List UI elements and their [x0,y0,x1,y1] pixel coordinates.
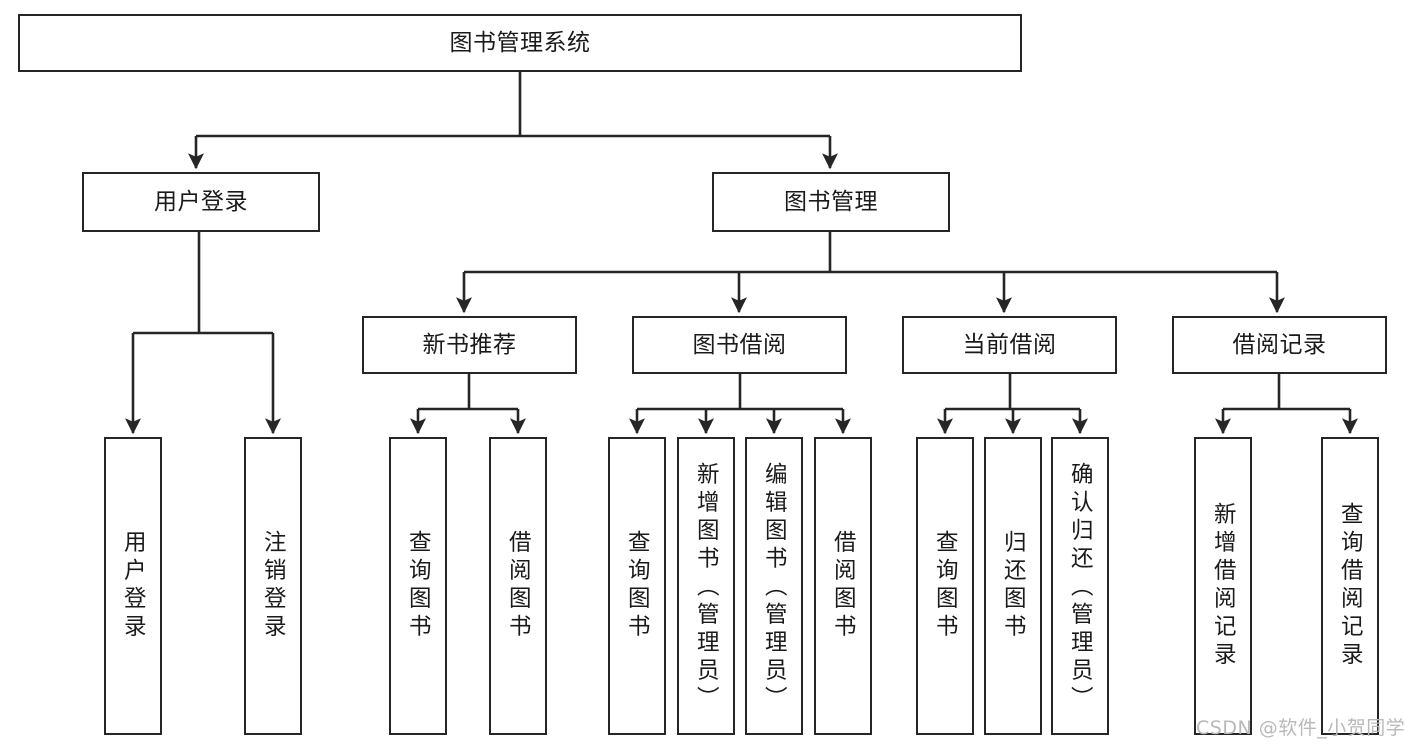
node-current-borrow[interactable]: 当前借阅 [902,316,1117,374]
node-leaf-query-book-2-label: 查询图书 [624,530,651,642]
watermark-text: CSDN @软件_小贺同学 [1196,717,1405,739]
node-leaf-query-record-label: 查询借阅记录 [1337,502,1364,670]
node-leaf-query-book-3-label: 查询图书 [932,530,959,642]
node-book-manage[interactable]: 图书管理 [712,172,950,232]
node-leaf-borrow-book-1[interactable]: 借阅图书 [489,437,547,735]
node-leaf-query-record[interactable]: 查询借阅记录 [1321,437,1379,735]
node-leaf-query-book-3[interactable]: 查询图书 [916,437,974,735]
node-leaf-add-record[interactable]: 新增借阅记录 [1194,437,1252,735]
node-leaf-add-book-label: 新增图书（管理员） [693,462,720,714]
node-new-book-recommend-label: 新书推荐 [422,331,517,358]
node-leaf-query-book-1-label: 查询图书 [405,530,432,642]
node-current-borrow-label: 当前借阅 [962,331,1057,358]
node-leaf-edit-book[interactable]: 编辑图书（管理员） [745,437,803,735]
node-new-book-recommend[interactable]: 新书推荐 [362,316,577,374]
node-leaf-edit-book-label: 编辑图书（管理员） [761,462,788,714]
node-book-borrow[interactable]: 图书借阅 [632,316,847,374]
node-borrow-record[interactable]: 借阅记录 [1172,316,1387,374]
node-user-login[interactable]: 用户登录 [82,172,320,232]
node-user-login-label: 用户登录 [154,188,248,215]
node-root-label: 图书管理系统 [449,29,591,56]
node-leaf-add-record-label: 新增借阅记录 [1210,502,1237,670]
node-leaf-query-book-1[interactable]: 查询图书 [389,437,447,735]
node-book-borrow-label: 图书借阅 [692,331,787,358]
node-book-manage-label: 图书管理 [784,188,878,215]
node-borrow-record-label: 借阅记录 [1232,331,1327,358]
node-leaf-confirm-return-label: 确认归还（管理员） [1067,462,1094,714]
node-leaf-borrow-book-2-label: 借阅图书 [830,530,857,642]
node-leaf-confirm-return[interactable]: 确认归还（管理员） [1051,437,1109,735]
node-leaf-query-book-2[interactable]: 查询图书 [608,437,666,735]
node-root[interactable]: 图书管理系统 [18,14,1022,72]
node-leaf-user-logout-label: 注销登录 [260,530,287,642]
node-leaf-borrow-book-1-label: 借阅图书 [505,530,532,642]
node-leaf-add-book[interactable]: 新增图书（管理员） [677,437,735,735]
node-leaf-user-login-label: 用户登录 [120,530,147,642]
node-leaf-user-login[interactable]: 用户登录 [104,437,162,735]
node-leaf-user-logout[interactable]: 注销登录 [244,437,302,735]
node-leaf-borrow-book-2[interactable]: 借阅图书 [814,437,872,735]
node-leaf-return-book[interactable]: 归还图书 [984,437,1042,735]
node-leaf-return-book-label: 归还图书 [1000,530,1027,642]
